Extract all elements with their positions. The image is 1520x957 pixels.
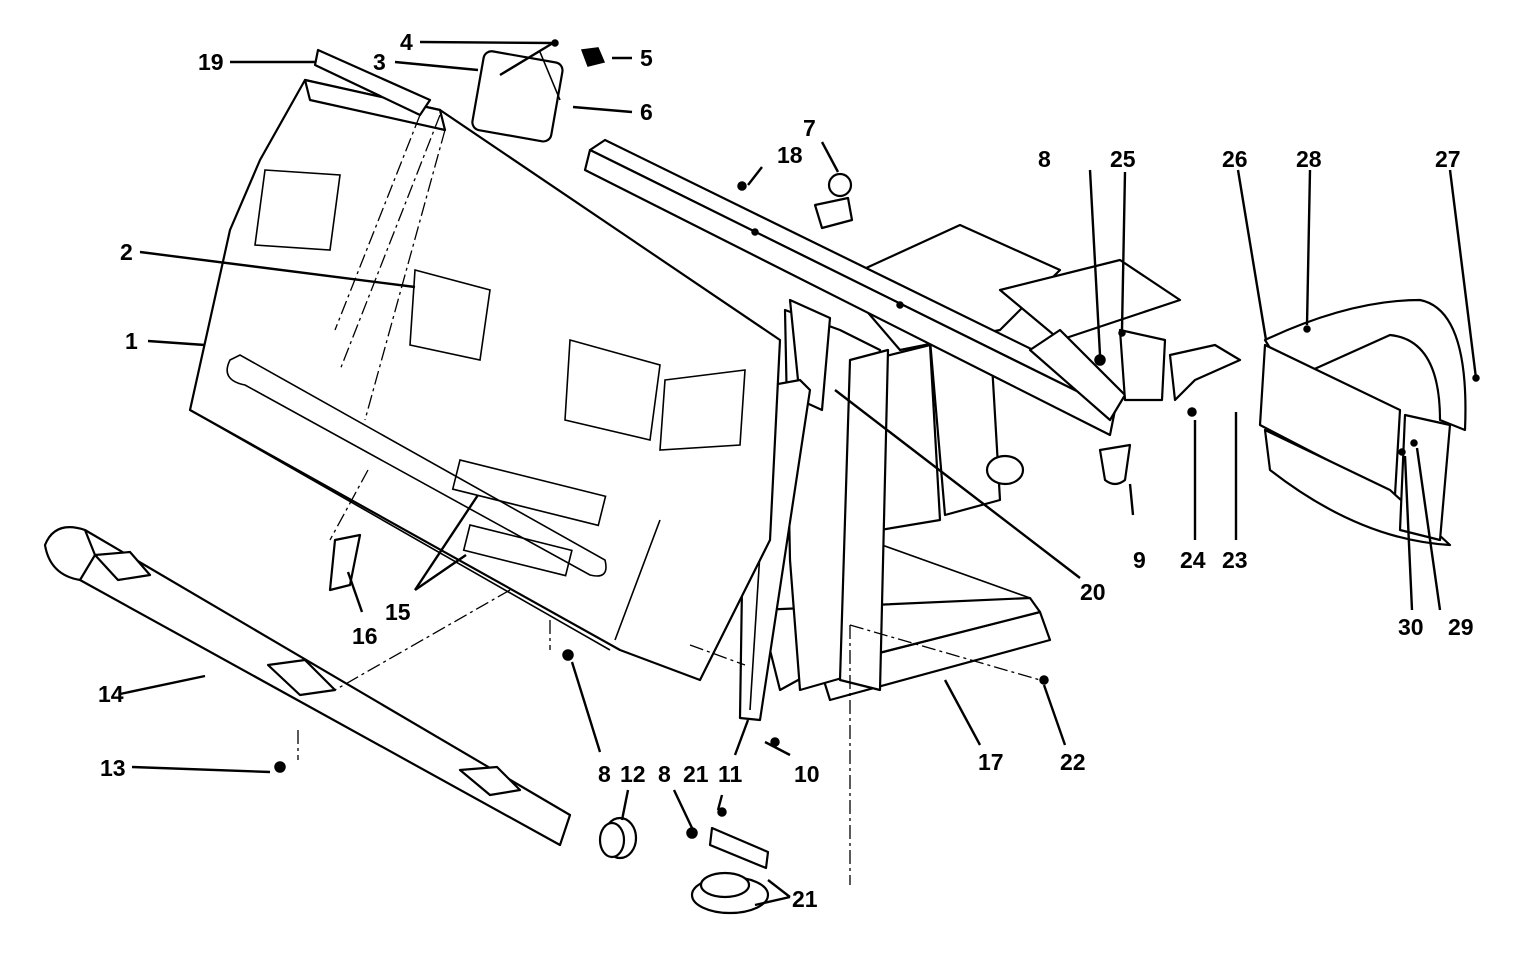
- callout-16: 16: [352, 623, 378, 649]
- callout-6: 6: [640, 99, 653, 125]
- callout-22: 22: [1060, 749, 1086, 775]
- callout-19: 19: [198, 49, 224, 75]
- callout-20: 20: [1080, 579, 1106, 605]
- callout-1: 1: [125, 328, 138, 354]
- callout-8-lower: 8: [598, 761, 611, 787]
- callout-21-bolt: 21: [683, 761, 709, 787]
- bumper-bar: [43, 526, 572, 847]
- callout-3: 3: [373, 49, 386, 75]
- cross-rail: [583, 138, 1127, 437]
- callout-27: 27: [1435, 146, 1461, 172]
- callout-9: 9: [1133, 547, 1146, 573]
- callout-26: 26: [1222, 146, 1248, 172]
- callout-8-latch: 8: [1038, 146, 1051, 172]
- phantom-lines: [297, 114, 1041, 885]
- callout-10: 10: [794, 761, 820, 787]
- callout-12: 12: [620, 761, 646, 787]
- knob-bracket: [813, 172, 854, 230]
- callout-29: 29: [1448, 614, 1474, 640]
- reflector: [328, 533, 362, 592]
- work-light: [471, 50, 564, 143]
- callout-4: 4: [400, 29, 413, 55]
- callout-18: 18: [777, 142, 803, 168]
- callout-7: 7: [803, 115, 816, 141]
- callout-17: 17: [978, 749, 1004, 775]
- callout-15: 15: [385, 599, 411, 625]
- light-switch: [580, 47, 606, 67]
- callout-25: 25: [1110, 146, 1136, 172]
- callout-11: 11: [718, 761, 743, 787]
- callout-23: 23: [1222, 547, 1248, 573]
- callout-30: 30: [1398, 614, 1424, 640]
- latch-bracket: [1028, 328, 1167, 422]
- fasteners: [274, 39, 1480, 839]
- callout-24: 24: [1180, 547, 1206, 573]
- callout-14: 14: [98, 681, 124, 707]
- callout-labels: 1 2 3 4 5 6 7 8 8 8 9 10 11 12 13 14 15 …: [98, 29, 1474, 912]
- callout-21-horn: 21: [792, 886, 818, 912]
- callout-5: 5: [640, 45, 653, 71]
- callout-8-horn: 8: [658, 761, 671, 787]
- rubber-stop: [598, 816, 638, 860]
- leader-lines: [119, 40, 1478, 907]
- callout-2: 2: [120, 239, 133, 265]
- callout-28: 28: [1296, 146, 1322, 172]
- side-panel: [783, 298, 890, 692]
- rubber-bumper: [1098, 443, 1132, 486]
- front-cowl: [188, 78, 782, 682]
- fender: [1258, 298, 1467, 547]
- right-bracket: [1168, 343, 1242, 417]
- horn: [690, 826, 770, 915]
- callout-13: 13: [100, 755, 126, 781]
